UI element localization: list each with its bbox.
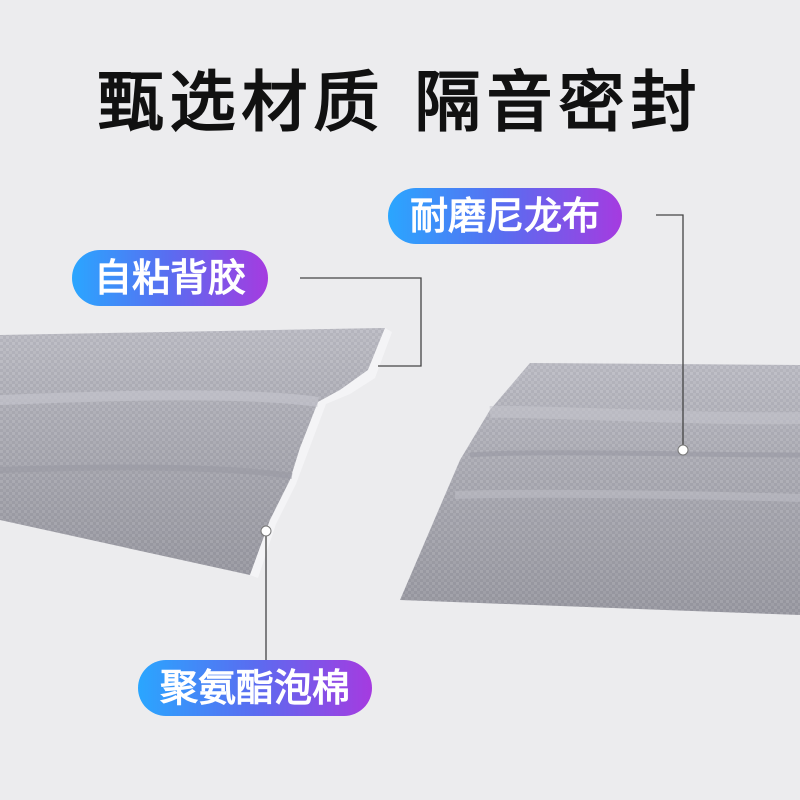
marker-dot-left <box>260 525 272 537</box>
label-polyurethane-foam: 聚氨酯泡棉 <box>138 660 373 716</box>
leader-line-right <box>656 214 684 448</box>
left-seal-strip <box>0 328 392 578</box>
label-adhesive-backing: 自粘背胶 <box>72 250 269 306</box>
right-seal-strip <box>400 363 800 615</box>
leader-lines <box>265 214 684 660</box>
leader-line-left <box>300 277 422 367</box>
headline: 甄选材质 隔音密封 <box>97 63 703 141</box>
label-nylon-fabric: 耐磨尼龙布 <box>388 188 623 244</box>
marker-dot-right <box>677 444 689 456</box>
